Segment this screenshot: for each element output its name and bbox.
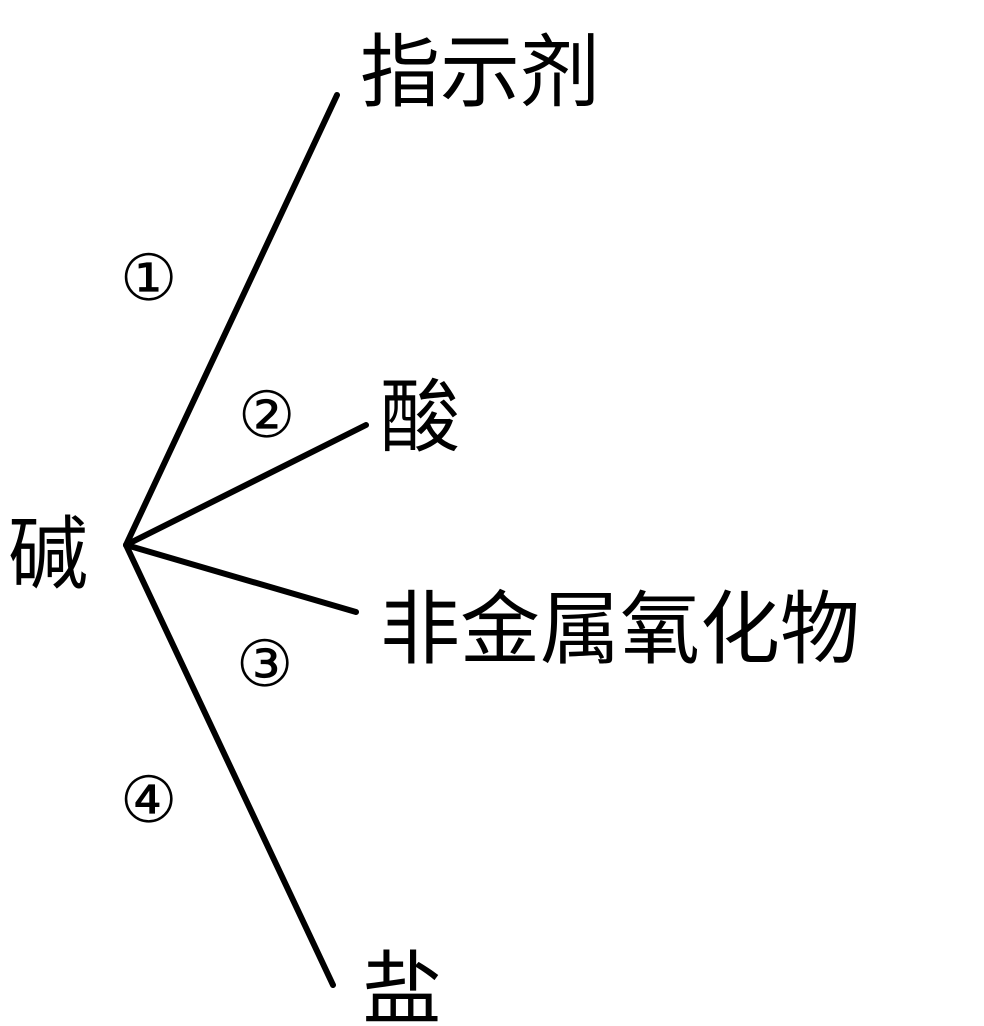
- branch-line-1: [123, 92, 340, 548]
- branch-marker-3: ③: [236, 628, 293, 702]
- branch-line-3: [123, 542, 359, 615]
- branch-line-4: [123, 542, 336, 988]
- branch-marker-4: ④: [120, 764, 177, 838]
- branch-marker-1: ①: [120, 242, 177, 316]
- target-label-acid: 酸: [380, 371, 460, 464]
- target-label-nonmetal-oxide: 非金属氧化物: [380, 583, 860, 676]
- target-label-salt: 盐: [362, 943, 442, 1026]
- branch-line-2: [123, 422, 369, 548]
- target-label-indicator: 指示剂: [360, 26, 600, 119]
- center-node-label: 碱: [8, 508, 88, 601]
- branch-marker-2: ②: [238, 379, 295, 453]
